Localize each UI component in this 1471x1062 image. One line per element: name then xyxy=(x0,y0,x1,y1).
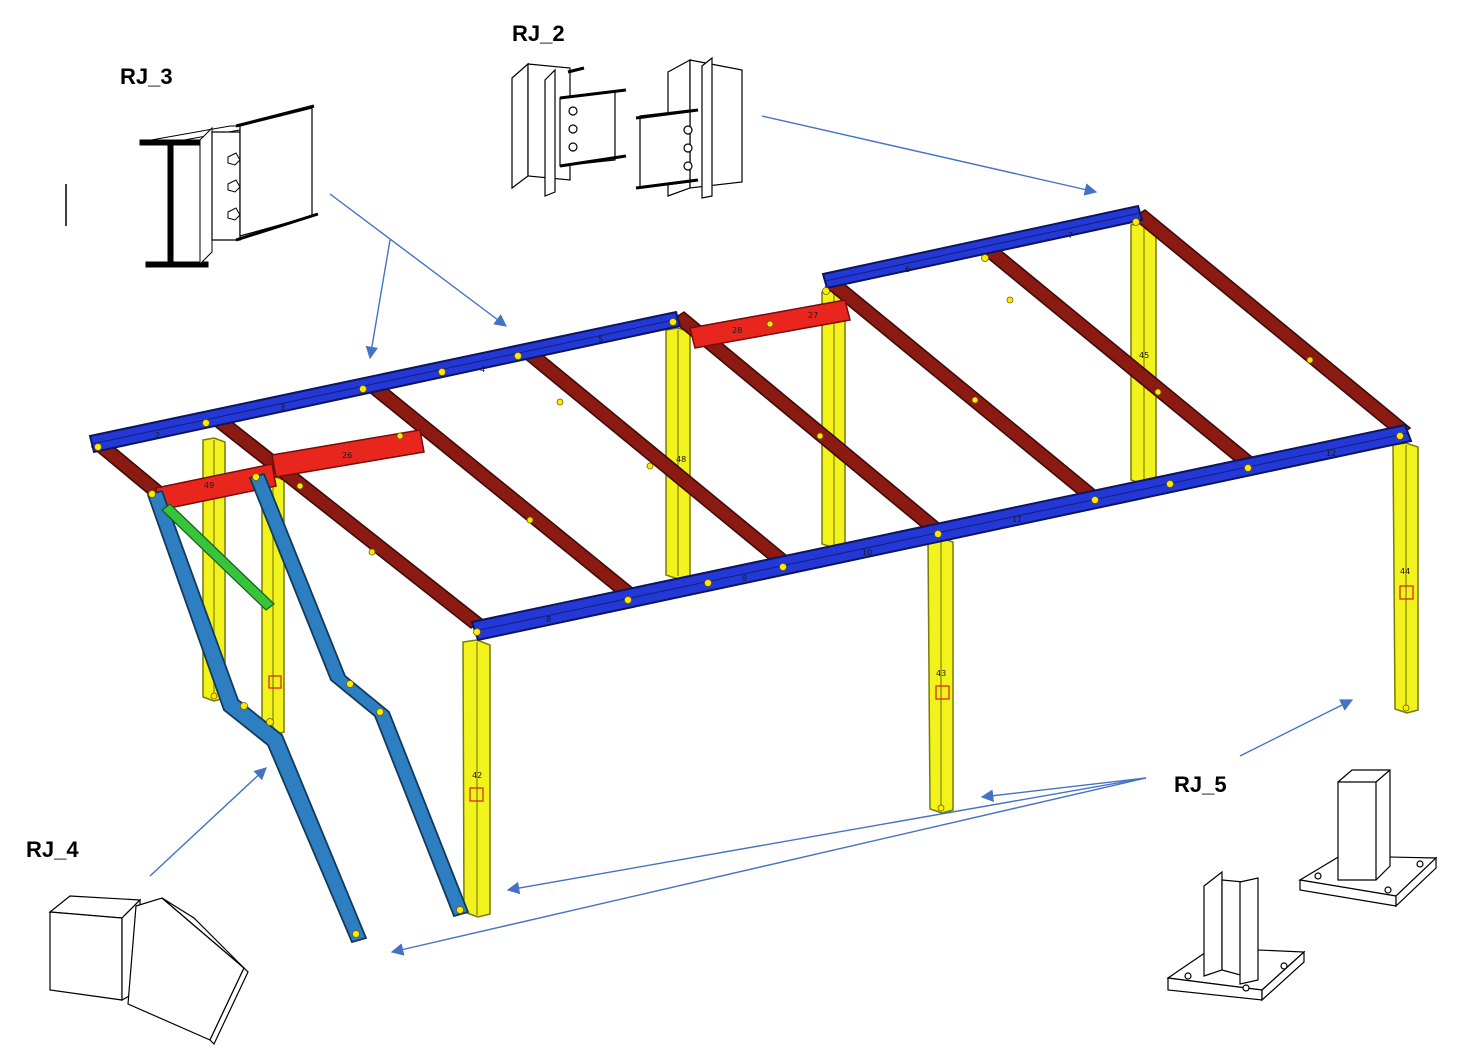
rj4-joint-illustration xyxy=(48,895,249,1046)
member-label: 7 xyxy=(1068,231,1073,240)
arrow-rj4 xyxy=(149,767,267,877)
member-label: 5 xyxy=(598,335,603,344)
brace-right xyxy=(248,472,470,918)
member-label: 49 xyxy=(204,481,214,490)
member-label: 2 xyxy=(155,431,160,440)
connection-dots xyxy=(94,218,1410,938)
member-label: 48 xyxy=(676,455,686,464)
member-label: 28 xyxy=(732,326,742,335)
callout-label-rj2: RJ_2 xyxy=(512,21,565,46)
callout-label-rj5: RJ_5 xyxy=(1174,772,1227,797)
member-label: 42 xyxy=(472,771,482,780)
arrow-rj3-a xyxy=(329,193,508,327)
arrow-rj3-b xyxy=(365,239,391,360)
member-label: 27 xyxy=(808,311,818,320)
arrow-rj5-d xyxy=(390,777,1147,956)
arrow-rj5-c xyxy=(506,777,1147,895)
arrow-rj2 xyxy=(761,115,1098,196)
cross-brace xyxy=(161,503,275,611)
arrow-rj5-a xyxy=(1239,699,1354,757)
rj5-joint-illustration xyxy=(1166,769,1438,1002)
member-label: 44 xyxy=(1400,567,1410,576)
tie-beam-26 xyxy=(271,429,425,478)
callout-label-rj3: RJ_3 xyxy=(120,64,173,89)
arrow-rj5-b xyxy=(980,777,1147,802)
member-label: 3 xyxy=(280,403,285,412)
member-label: 45 xyxy=(1139,351,1149,360)
callout-label-rj4: RJ_4 xyxy=(26,837,79,862)
member-label: 11 xyxy=(1012,515,1022,524)
member-label: 43 xyxy=(936,669,946,678)
callout-arrows xyxy=(149,115,1354,956)
member-label: 9 xyxy=(742,574,747,583)
brace-left xyxy=(146,489,368,944)
rj2-joint-illustration xyxy=(511,56,743,199)
braces xyxy=(146,472,470,944)
member-label: 12 xyxy=(1326,449,1336,458)
member-label: 26 xyxy=(342,451,352,460)
member-label: 4 xyxy=(480,365,485,374)
member-label: 10 xyxy=(862,548,872,557)
member-label: 8 xyxy=(546,615,551,624)
joists xyxy=(90,209,1412,629)
rj3-joint-illustration xyxy=(65,104,319,268)
member-numbers: 2 3 4 5 6 7 8 9 10 11 12 26 28 27 49 42 … xyxy=(155,231,1410,780)
member-label: 6 xyxy=(905,265,910,274)
